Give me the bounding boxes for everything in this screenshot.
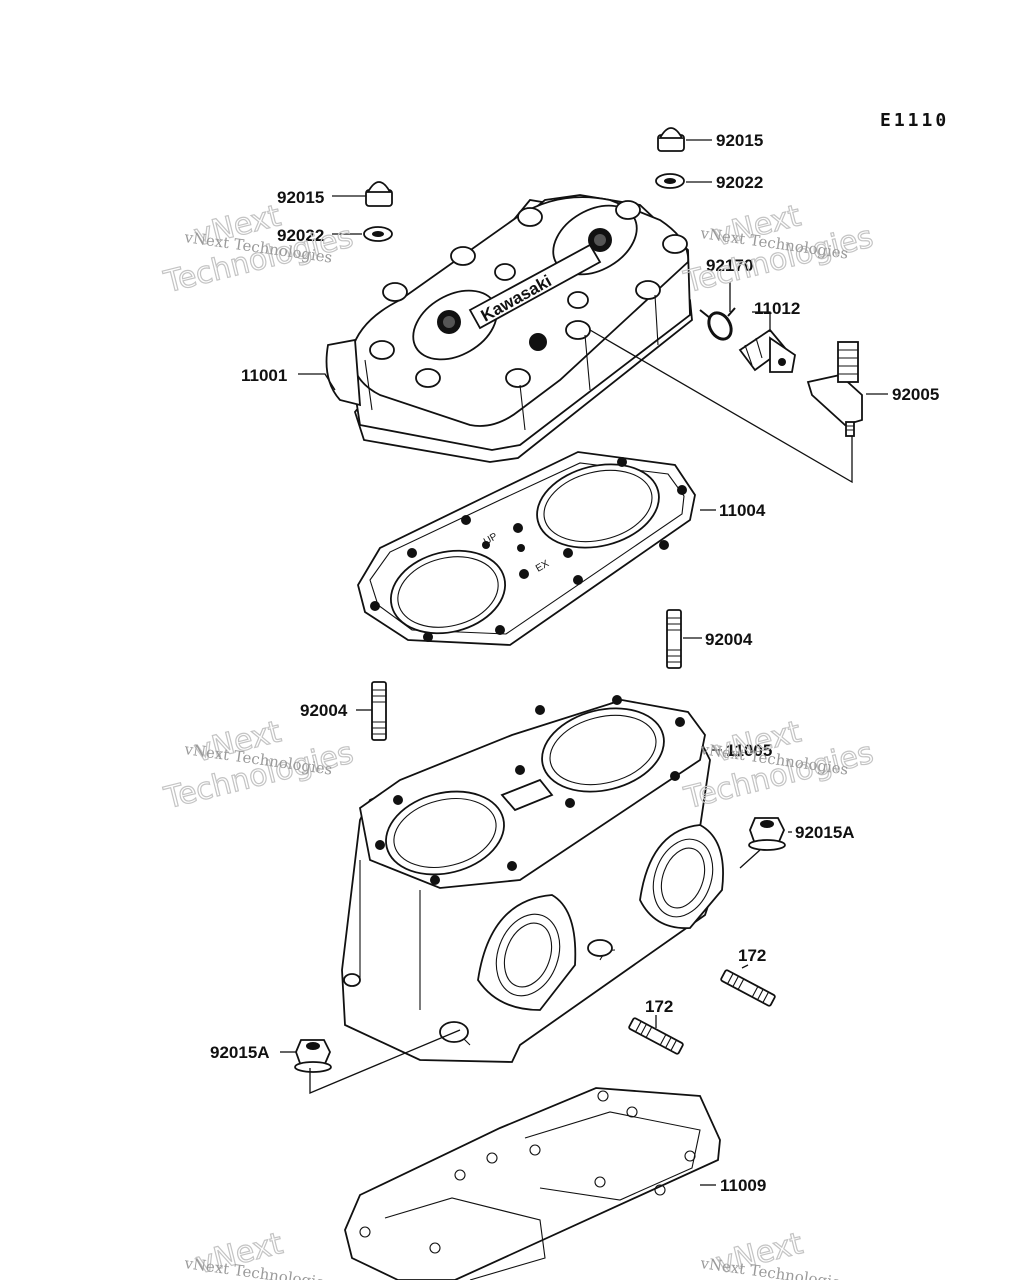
head-gasket-part: UP EX <box>357 451 696 646</box>
stud-172-left <box>628 1017 684 1055</box>
elbow-fitting-92005 <box>806 341 863 437</box>
stud-172-right <box>720 969 776 1007</box>
flange-nut-92015A-right <box>748 817 786 851</box>
label-92022-top: 92022 <box>716 173 763 192</box>
part-labels: 92015 92022 92015 92022 92170 11012 1100… <box>210 131 939 1195</box>
acorn-nut-92015-top <box>657 127 685 152</box>
label-92005: 92005 <box>892 385 939 404</box>
label-172-left: 172 <box>645 997 673 1016</box>
label-92015A-left: 92015A <box>210 1043 270 1062</box>
acorn-nut-92015-left <box>365 181 393 207</box>
label-92170: 92170 <box>706 256 753 275</box>
label-11005: 11005 <box>726 741 772 760</box>
label-92015A-right: 92015A <box>795 823 855 842</box>
stud-92004-left <box>371 681 387 741</box>
cylinder-head-part: Kawasaki <box>325 194 693 463</box>
label-11004: 11004 <box>719 501 766 520</box>
fitting-11012 <box>738 328 796 373</box>
label-92004-right: 92004 <box>705 630 753 649</box>
label-11012: 11012 <box>754 299 800 318</box>
label-92004-left: 92004 <box>300 701 348 720</box>
base-gasket-part <box>344 1087 721 1280</box>
leader-lines <box>280 139 888 1186</box>
flange-nut-92015A-left <box>294 1039 332 1073</box>
label-11009: 11009 <box>720 1176 766 1195</box>
label-92015-top: 92015 <box>716 131 763 150</box>
label-172-right: 172 <box>738 946 766 965</box>
hose-clamp-92170 <box>699 307 736 341</box>
label-92022-left: 92022 <box>277 226 324 245</box>
label-11001: 11001 <box>241 366 287 385</box>
label-92015-left: 92015 <box>277 188 324 207</box>
diagram-code: E1110 <box>880 110 949 131</box>
stud-92004-right <box>666 609 682 669</box>
